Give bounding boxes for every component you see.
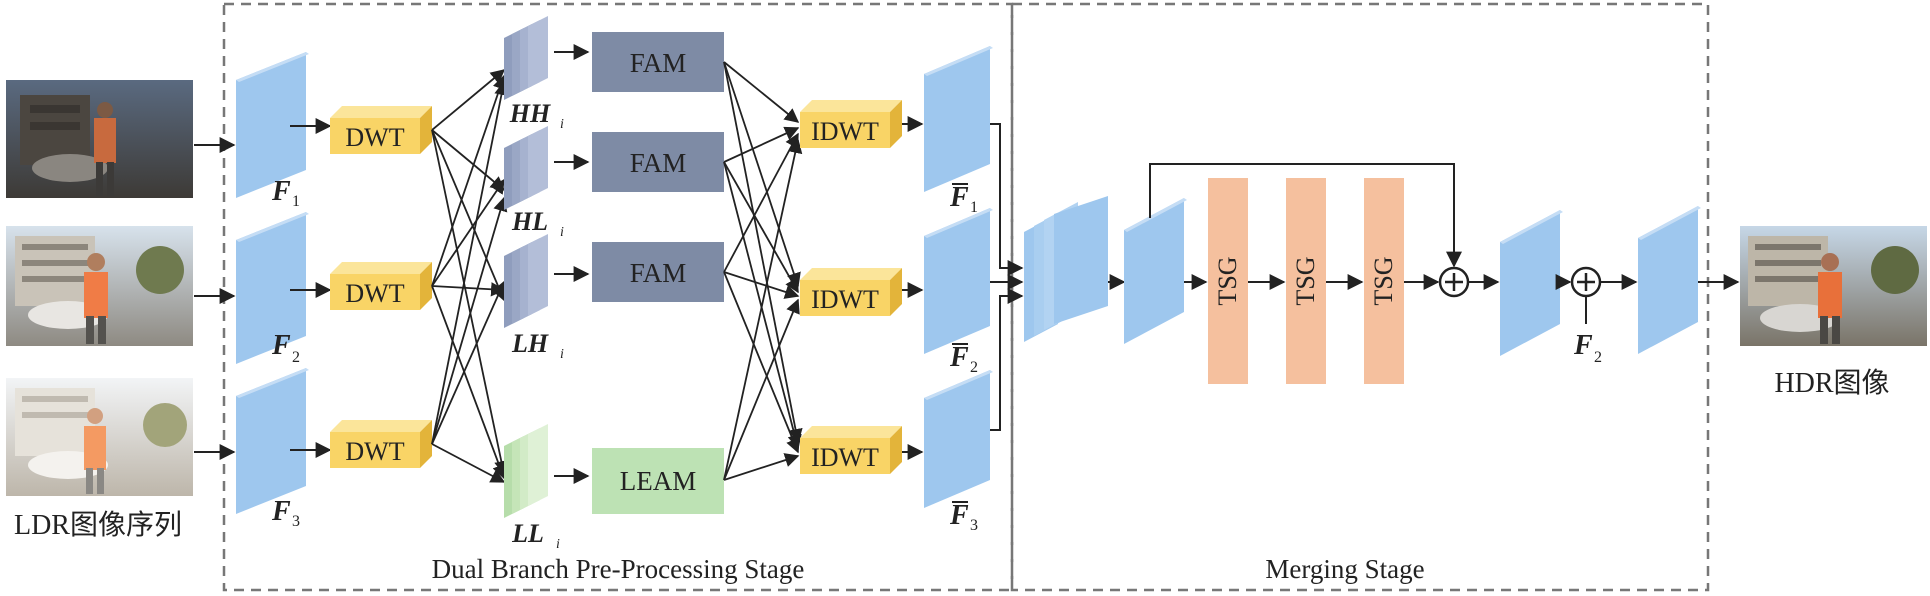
feature-map-fbar3 bbox=[924, 370, 993, 508]
feature-map-f2 bbox=[236, 212, 309, 364]
svg-text:TSG: TSG bbox=[1369, 256, 1398, 305]
input-sequence-label: LDR图像序列 bbox=[14, 509, 182, 541]
label-lh: LH i bbox=[511, 329, 564, 362]
label-fbar1: F 1 bbox=[949, 182, 978, 216]
dwt-block-2: DWT bbox=[330, 262, 432, 310]
svg-text:i: i bbox=[560, 117, 564, 132]
svg-text:FAM: FAM bbox=[630, 148, 687, 178]
dwt-block-1: DWT bbox=[330, 106, 432, 154]
svg-text:DWT: DWT bbox=[345, 437, 404, 466]
fbar-merge-connectors bbox=[990, 123, 1024, 431]
label-fbar2: F 2 bbox=[949, 342, 978, 376]
post-add-feature-1 bbox=[1500, 210, 1563, 356]
add-node-1 bbox=[1438, 266, 1470, 298]
svg-text:LEAM: LEAM bbox=[620, 466, 697, 496]
leam-block: LEAM bbox=[592, 448, 724, 514]
svg-text:FAM: FAM bbox=[630, 258, 687, 288]
svg-text:TSG: TSG bbox=[1291, 256, 1320, 305]
svg-text:DWT: DWT bbox=[345, 279, 404, 308]
tsg-block-2: TSG bbox=[1286, 178, 1326, 384]
svg-text:IDWT: IDWT bbox=[811, 117, 879, 146]
subband-hh-stack bbox=[504, 16, 548, 100]
label-f2: F 2 bbox=[271, 330, 300, 366]
svg-text:F: F bbox=[1573, 330, 1593, 361]
merging-stage: Merging Stage bbox=[1010, 2, 1710, 592]
merged-feature-stack bbox=[1024, 196, 1108, 342]
label-f3: F 3 bbox=[271, 496, 300, 530]
feature-map-fbar2 bbox=[924, 208, 993, 354]
svg-text:F: F bbox=[271, 330, 291, 361]
feature-map-fbar1 bbox=[924, 46, 993, 192]
subband-ll-stack bbox=[504, 424, 548, 518]
add-node-2 bbox=[1570, 266, 1602, 298]
svg-text:LL: LL bbox=[511, 519, 544, 548]
feature-map-f3 bbox=[236, 368, 309, 514]
svg-text:TSG: TSG bbox=[1213, 256, 1242, 305]
svg-text:F: F bbox=[949, 500, 969, 531]
module-idwt-connections bbox=[723, 61, 803, 481]
dwt-subband-connections bbox=[431, 69, 509, 483]
idwt-block-1: IDWT bbox=[800, 100, 902, 148]
svg-text:DWT: DWT bbox=[345, 123, 404, 152]
svg-text:IDWT: IDWT bbox=[811, 285, 879, 314]
svg-text:F: F bbox=[271, 176, 291, 207]
svg-text:2: 2 bbox=[970, 359, 978, 376]
final-feature bbox=[1638, 206, 1701, 354]
preprocess-stage: Dual Branch Pre-Processing Stage bbox=[222, 2, 1014, 592]
fam-block-3: FAM bbox=[592, 242, 724, 302]
svg-text:2: 2 bbox=[1594, 349, 1602, 366]
fam-block-1: FAM bbox=[592, 32, 724, 92]
svg-text:F: F bbox=[271, 496, 291, 527]
svg-text:1: 1 bbox=[292, 193, 300, 210]
fam-block-2: FAM bbox=[592, 132, 724, 192]
svg-text:3: 3 bbox=[970, 517, 978, 534]
svg-text:2: 2 bbox=[292, 349, 300, 366]
subband-hl-stack bbox=[504, 126, 548, 210]
merge-conv-feature bbox=[1124, 198, 1187, 344]
tsg-block-3: TSG bbox=[1364, 178, 1404, 384]
label-f2-skip: F 2 bbox=[1573, 330, 1602, 366]
output-label: HDR图像 bbox=[1774, 367, 1889, 399]
svg-text:F: F bbox=[949, 182, 969, 213]
dwt-block-3: DWT bbox=[330, 420, 432, 468]
tsg-block-1: TSG bbox=[1208, 178, 1248, 384]
hdr-output-image bbox=[1740, 226, 1927, 346]
svg-text:HH: HH bbox=[509, 99, 551, 128]
label-ll: LL i bbox=[511, 519, 560, 552]
svg-text:3: 3 bbox=[292, 513, 300, 530]
label-hl: HL i bbox=[511, 207, 564, 240]
merging-stage-label: Merging Stage bbox=[1265, 554, 1424, 584]
svg-text:F: F bbox=[949, 342, 969, 373]
svg-text:1: 1 bbox=[970, 199, 978, 216]
ldr-image-2 bbox=[6, 226, 193, 346]
preprocess-stage-label: Dual Branch Pre-Processing Stage bbox=[432, 554, 805, 584]
svg-text:i: i bbox=[560, 347, 564, 362]
svg-text:i: i bbox=[556, 537, 560, 552]
ldr-image-3 bbox=[6, 378, 193, 496]
label-f1: F 1 bbox=[271, 176, 300, 210]
svg-text:HL: HL bbox=[511, 207, 548, 236]
feature-map-f1 bbox=[236, 52, 309, 198]
subband-lh-stack bbox=[504, 234, 548, 328]
global-skip-connection bbox=[1149, 163, 1462, 268]
svg-text:i: i bbox=[560, 225, 564, 240]
merging-stage-box bbox=[1010, 2, 1710, 592]
label-hh: HH i bbox=[509, 99, 564, 132]
svg-text:LH: LH bbox=[511, 329, 549, 358]
idwt-block-3: IDWT bbox=[800, 426, 902, 474]
ldr-image-1 bbox=[6, 80, 193, 198]
idwt-block-2: IDWT bbox=[800, 268, 902, 316]
svg-text:IDWT: IDWT bbox=[811, 443, 879, 472]
svg-text:FAM: FAM bbox=[630, 48, 687, 78]
label-fbar3: F 3 bbox=[949, 500, 978, 534]
